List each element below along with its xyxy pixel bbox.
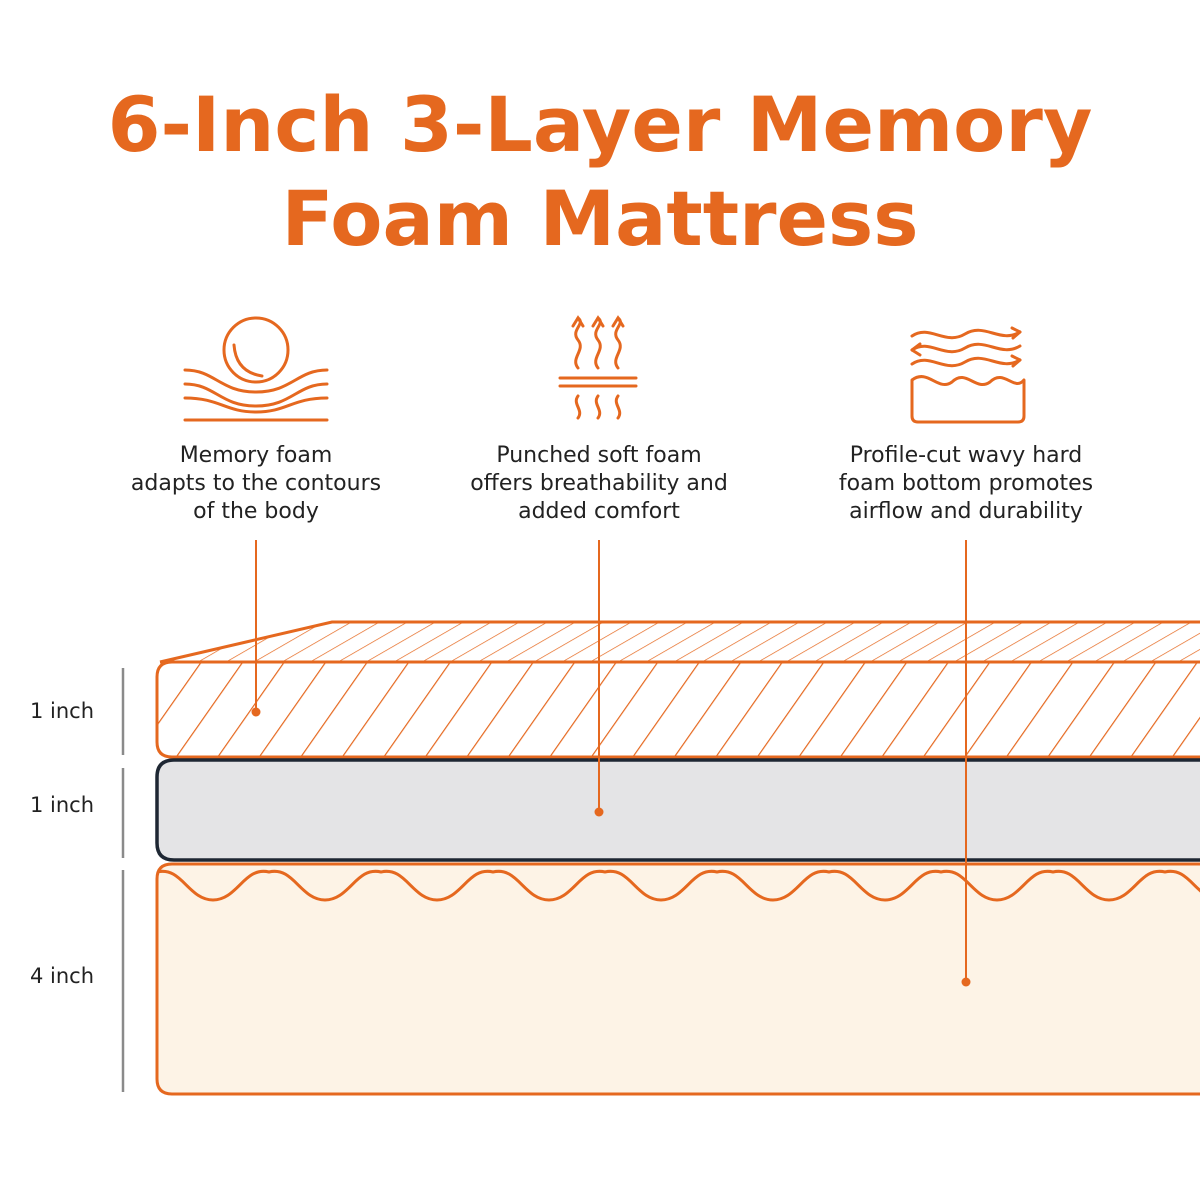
title-line-2: Foam Mattress (281, 174, 919, 263)
layer-memory-foam (155, 660, 1200, 759)
pointer-soft-foam (594, 540, 604, 817)
feature-hard-foam-text: Profile-cut wavy hard foam bottom promot… (801, 442, 1131, 526)
feature-line: airflow and durability (849, 499, 1083, 524)
feature-line: adapts to the contours (130, 471, 382, 496)
pointer-memory-foam (251, 540, 261, 717)
feature-line: added comfort (518, 499, 680, 524)
page-title: 6-Inch 3-Layer Memory Foam Mattress (0, 78, 1200, 266)
feature-line: Memory foam (179, 443, 333, 468)
feature-line: Punched soft foam (496, 443, 702, 468)
feature-memory-foam-text: Memory foam adapts to the contours of th… (91, 442, 421, 526)
memory-foam-icon (183, 316, 329, 422)
layer-label-soft-foam: 1 inch (30, 793, 95, 817)
feature-line: foam bottom promotes (838, 471, 1094, 496)
feature-line: Profile-cut wavy hard (849, 443, 1083, 468)
feature-soft-foam-text: Punched soft foam offers breathability a… (434, 442, 764, 526)
layer-soft-foam (155, 758, 1200, 862)
pointer-hard-foam (961, 540, 971, 987)
layer-label-memory-foam: 1 inch (30, 699, 95, 723)
layer-label-hard-foam: 4 inch (30, 964, 95, 988)
feature-line: offers breathability and (470, 471, 728, 496)
feature-line: of the body (193, 499, 319, 524)
layer-hard-foam (155, 862, 1200, 1096)
title-line-1: 6-Inch 3-Layer Memory (107, 80, 1093, 169)
wavy-foam-icon (910, 326, 1026, 424)
breathable-foam-icon (558, 315, 638, 420)
